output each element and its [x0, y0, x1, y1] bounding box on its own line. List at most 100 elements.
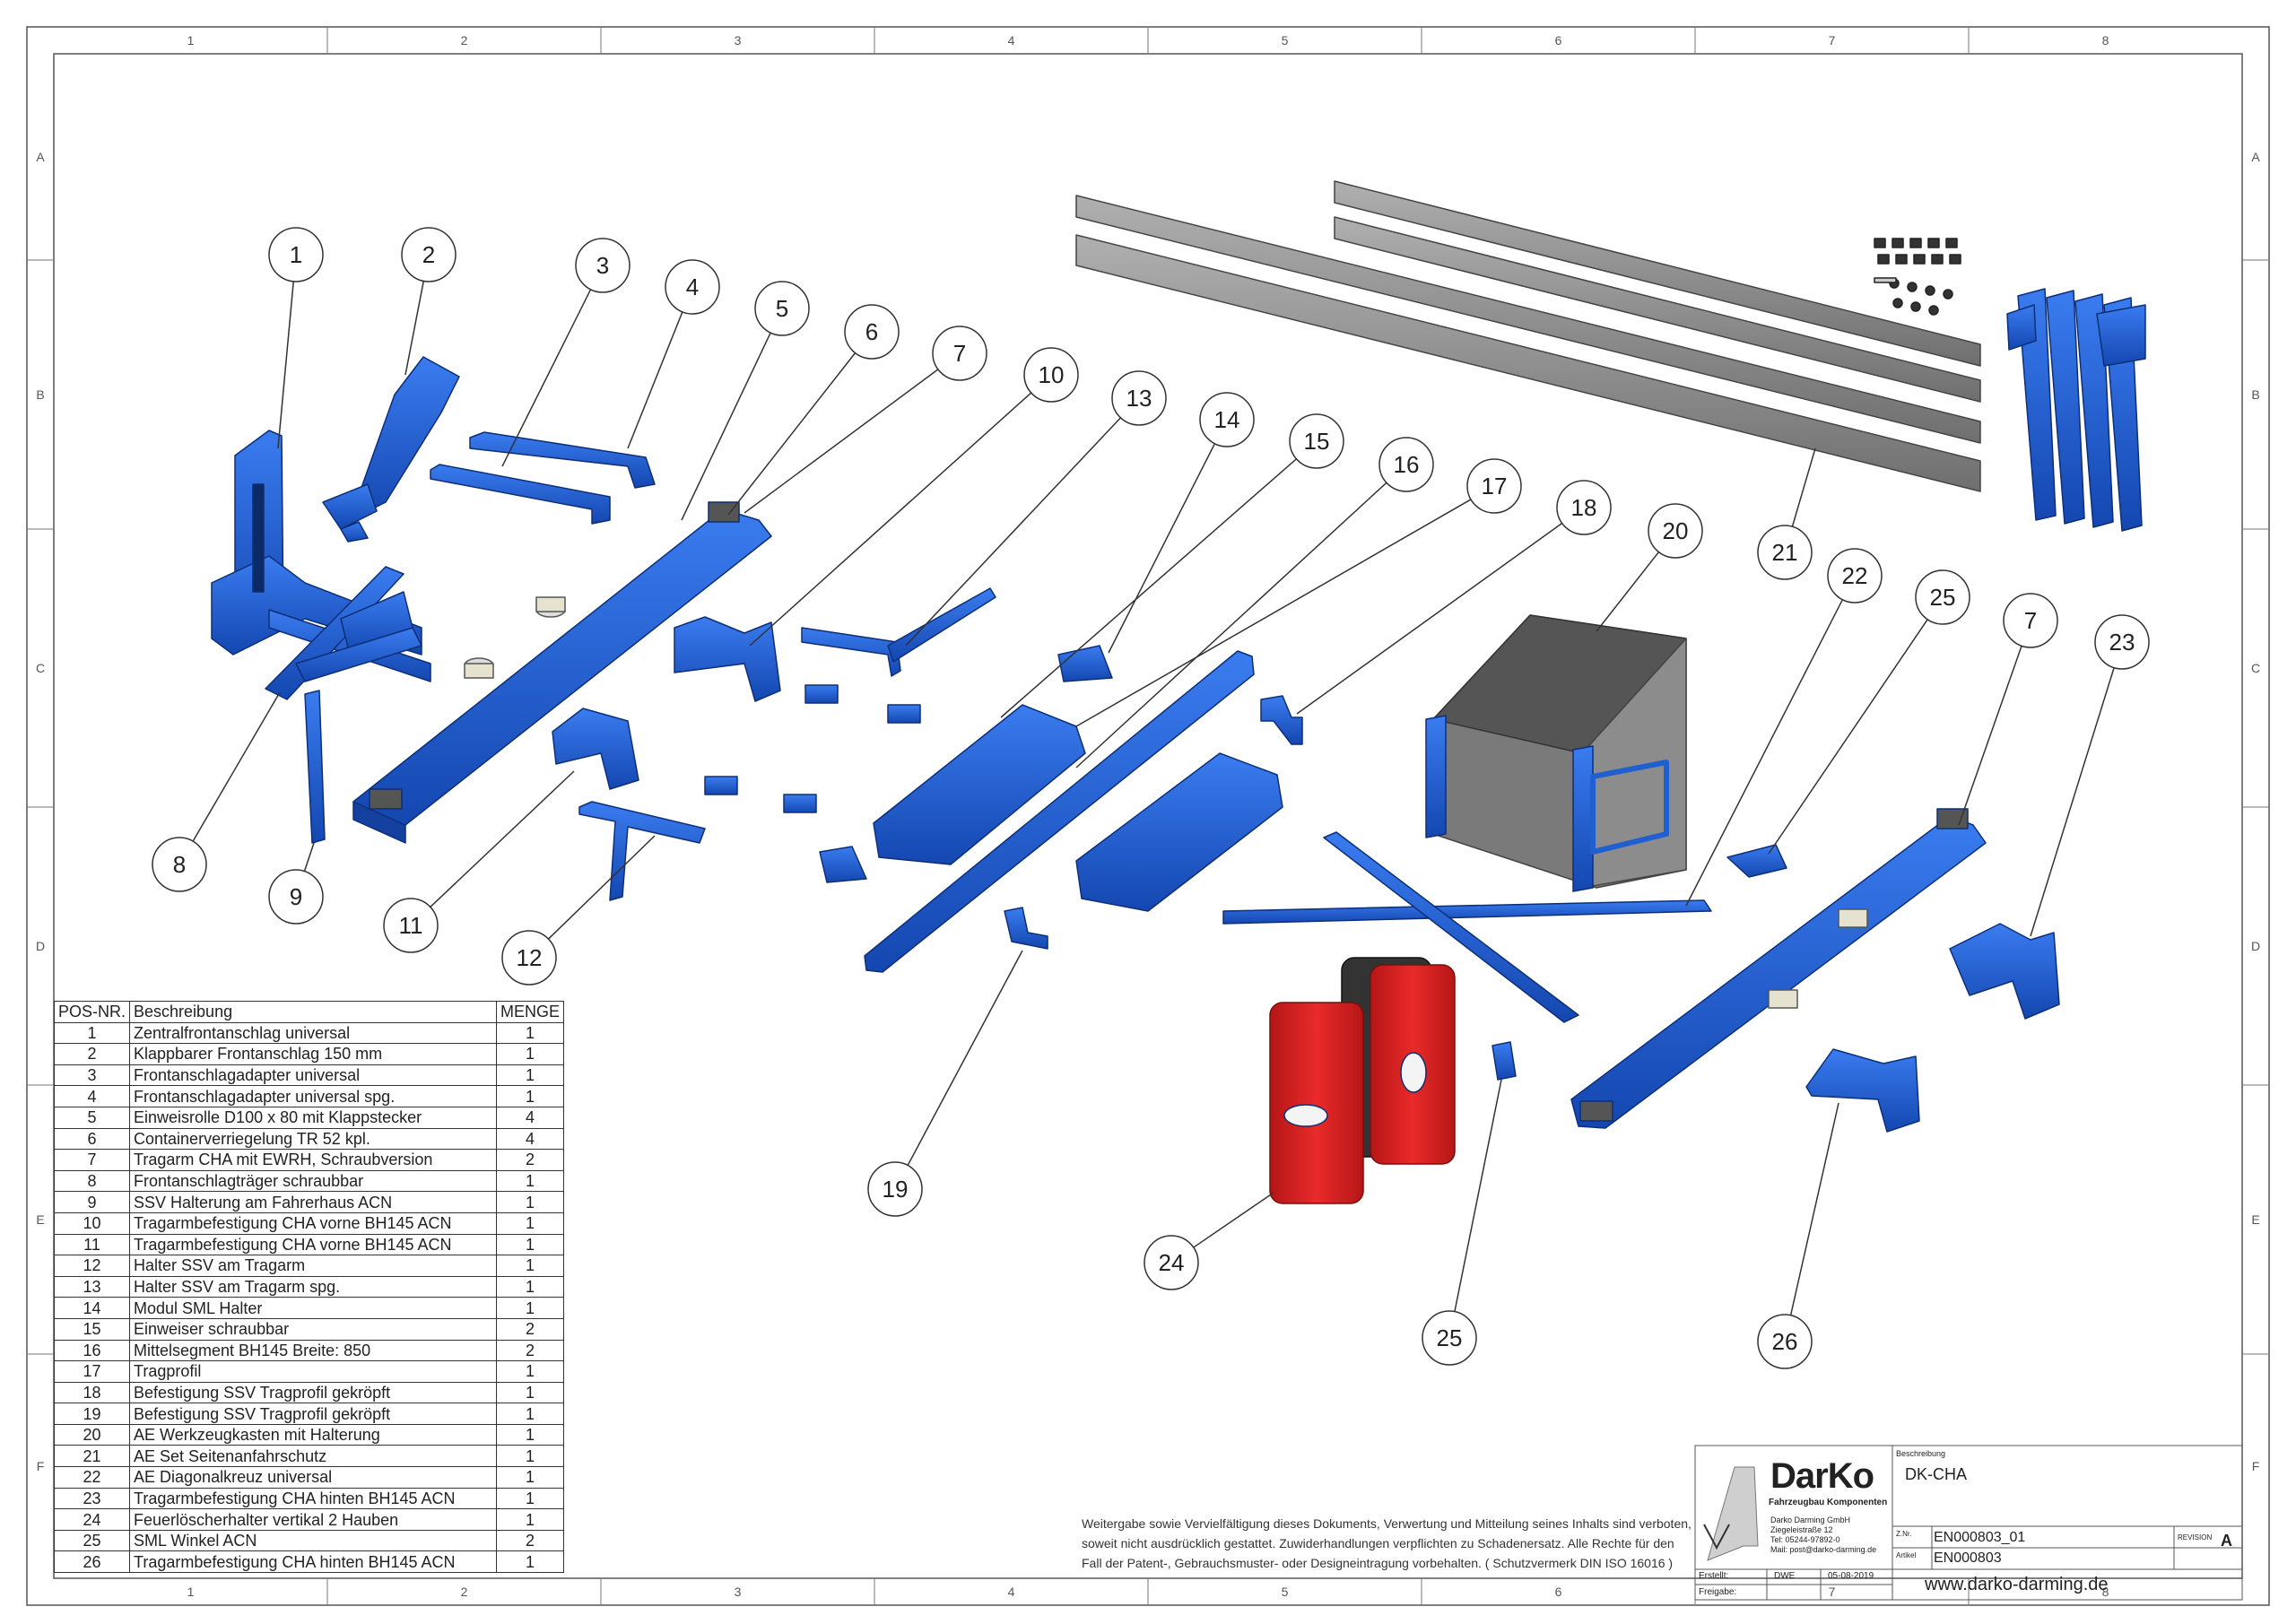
balloon: 3 [575, 238, 631, 293]
balloon-number: 8 [173, 851, 186, 878]
part-8-front-stop-carrier [265, 566, 422, 700]
bom-cell-qty: 1 [496, 1255, 565, 1277]
leader-line [277, 281, 294, 449]
bom-cell-pos: 2 [53, 1043, 131, 1065]
balloon-circle [1556, 480, 1612, 535]
zone-col-label: 3 [735, 1585, 742, 1599]
bom-cell-pos: 7 [53, 1149, 131, 1171]
zone-row-label: A [2251, 150, 2260, 164]
balloon: 24 [1144, 1235, 1199, 1290]
part-15-guide-c [704, 776, 738, 795]
leader-lines [192, 281, 2115, 1316]
bom-cell-pos: 15 [53, 1317, 131, 1341]
part-13-ssv-holder-carrier-spg [801, 627, 901, 677]
zone-col-label: 4 [1008, 33, 1015, 48]
part-7-carrier-arm-left [352, 501, 772, 844]
balloon-circle [1757, 1314, 1813, 1369]
part-15-guide-d [783, 794, 817, 813]
balloon-number: 3 [596, 252, 609, 279]
zone-col-label: 2 [461, 1585, 468, 1599]
balloon-number: 7 [2024, 607, 2037, 634]
bom-cell-qty: 1 [496, 1445, 565, 1468]
bom-cell-qty: 1 [496, 1169, 565, 1193]
bom-cell-qty: 1 [496, 1211, 565, 1235]
balloon-number: 4 [686, 274, 699, 300]
part-14-sml-module [1057, 645, 1113, 682]
erstellt-by: DWE [1774, 1571, 1796, 1581]
bom-cell-desc: Tragarmbefestigung CHA vorne BH145 ACN [129, 1233, 498, 1256]
bom-cell-desc: Frontanschlagadapter universal [129, 1064, 498, 1087]
bom-cell-desc: Einweiser schraubbar [129, 1317, 498, 1341]
balloon: 9 [268, 869, 324, 925]
balloon-number: 2 [422, 241, 435, 268]
bom-cell-pos: 6 [53, 1127, 131, 1151]
bom-cell-desc: Tragprofil [129, 1360, 498, 1383]
revision-value: A [2221, 1532, 2232, 1550]
beschreibung-label: Beschreibung [1896, 1449, 1946, 1458]
balloon-number: 18 [1571, 494, 1597, 521]
bom-cell-desc: Containerverriegelung TR 52 kpl. [129, 1127, 498, 1151]
zone-row-label: B [36, 387, 44, 402]
bom-cell-qty: 4 [496, 1106, 565, 1129]
balloon-circle [2003, 593, 2058, 648]
balloon-circle [1378, 437, 1434, 492]
zone-col-label: 3 [735, 33, 742, 48]
balloon-number: 12 [517, 944, 543, 971]
balloon-circle [152, 837, 207, 892]
part-23-carrier-mount-rear [1949, 923, 2060, 1020]
bom-cell-qty: 1 [496, 1233, 565, 1256]
leader-line [1108, 443, 1216, 654]
darko-logo-mark [1703, 1466, 1759, 1561]
bom-cell-pos: 4 [53, 1085, 131, 1107]
zone-row-label: D [36, 939, 45, 953]
balloon-number: 5 [776, 295, 788, 322]
balloon-circle [844, 304, 900, 360]
bom-cell-qty: 1 [496, 1021, 565, 1045]
zone-row-label: F [2252, 1459, 2260, 1473]
parts [211, 180, 2146, 1204]
balloon-circle [401, 227, 457, 282]
leader-line [1768, 619, 1928, 855]
bom-header-qty: MENGE [496, 1001, 565, 1023]
part-10-carrier-mount-front [674, 616, 781, 702]
balloon-circle [501, 930, 557, 986]
bom-cell-qty: 1 [496, 1275, 565, 1298]
company-address: Darko Darming GmbH Ziegeleistraße 12 Tel… [1770, 1515, 1876, 1555]
bom-cell-qty: 1 [496, 1297, 565, 1319]
leader-line [1958, 646, 2022, 826]
balloon: 25 [1915, 569, 1970, 625]
balloon: 5 [754, 281, 810, 336]
zone-col-label: 4 [1008, 1585, 1015, 1599]
bom-cell-pos: 24 [53, 1508, 131, 1531]
bom-cell-qty: 1 [496, 1466, 565, 1489]
part-20-toolbox [1425, 614, 1687, 892]
balloon-circle [2094, 614, 2150, 670]
bom-cell-pos: 21 [53, 1445, 131, 1468]
balloon: 2 [401, 227, 457, 282]
bom-cell-desc: Mittelsegment BH145 Breite: 850 [129, 1339, 498, 1362]
bom-cell-qty: 1 [496, 1381, 565, 1404]
part-24-extinguisher-holder [1269, 957, 1456, 1204]
part-16-middle-segments [873, 704, 1283, 912]
balloon: 1 [268, 227, 324, 282]
bom-cell-desc: Feuerlöscherhalter vertikal 2 Hauben [129, 1508, 498, 1531]
part-7-carrier-arm-right [1570, 808, 1987, 1129]
bom-cell-qty: 2 [496, 1529, 565, 1552]
bom-cell-pos: 1 [53, 1021, 131, 1045]
bom-header-row: POS-NR. Beschreibung MENGE [53, 1001, 565, 1023]
bom-cell-pos: 11 [53, 1233, 131, 1256]
balloon-circle [932, 326, 987, 381]
part-12-ssv-holder-carrier [578, 801, 706, 901]
balloon-number: 25 [1930, 584, 1956, 611]
